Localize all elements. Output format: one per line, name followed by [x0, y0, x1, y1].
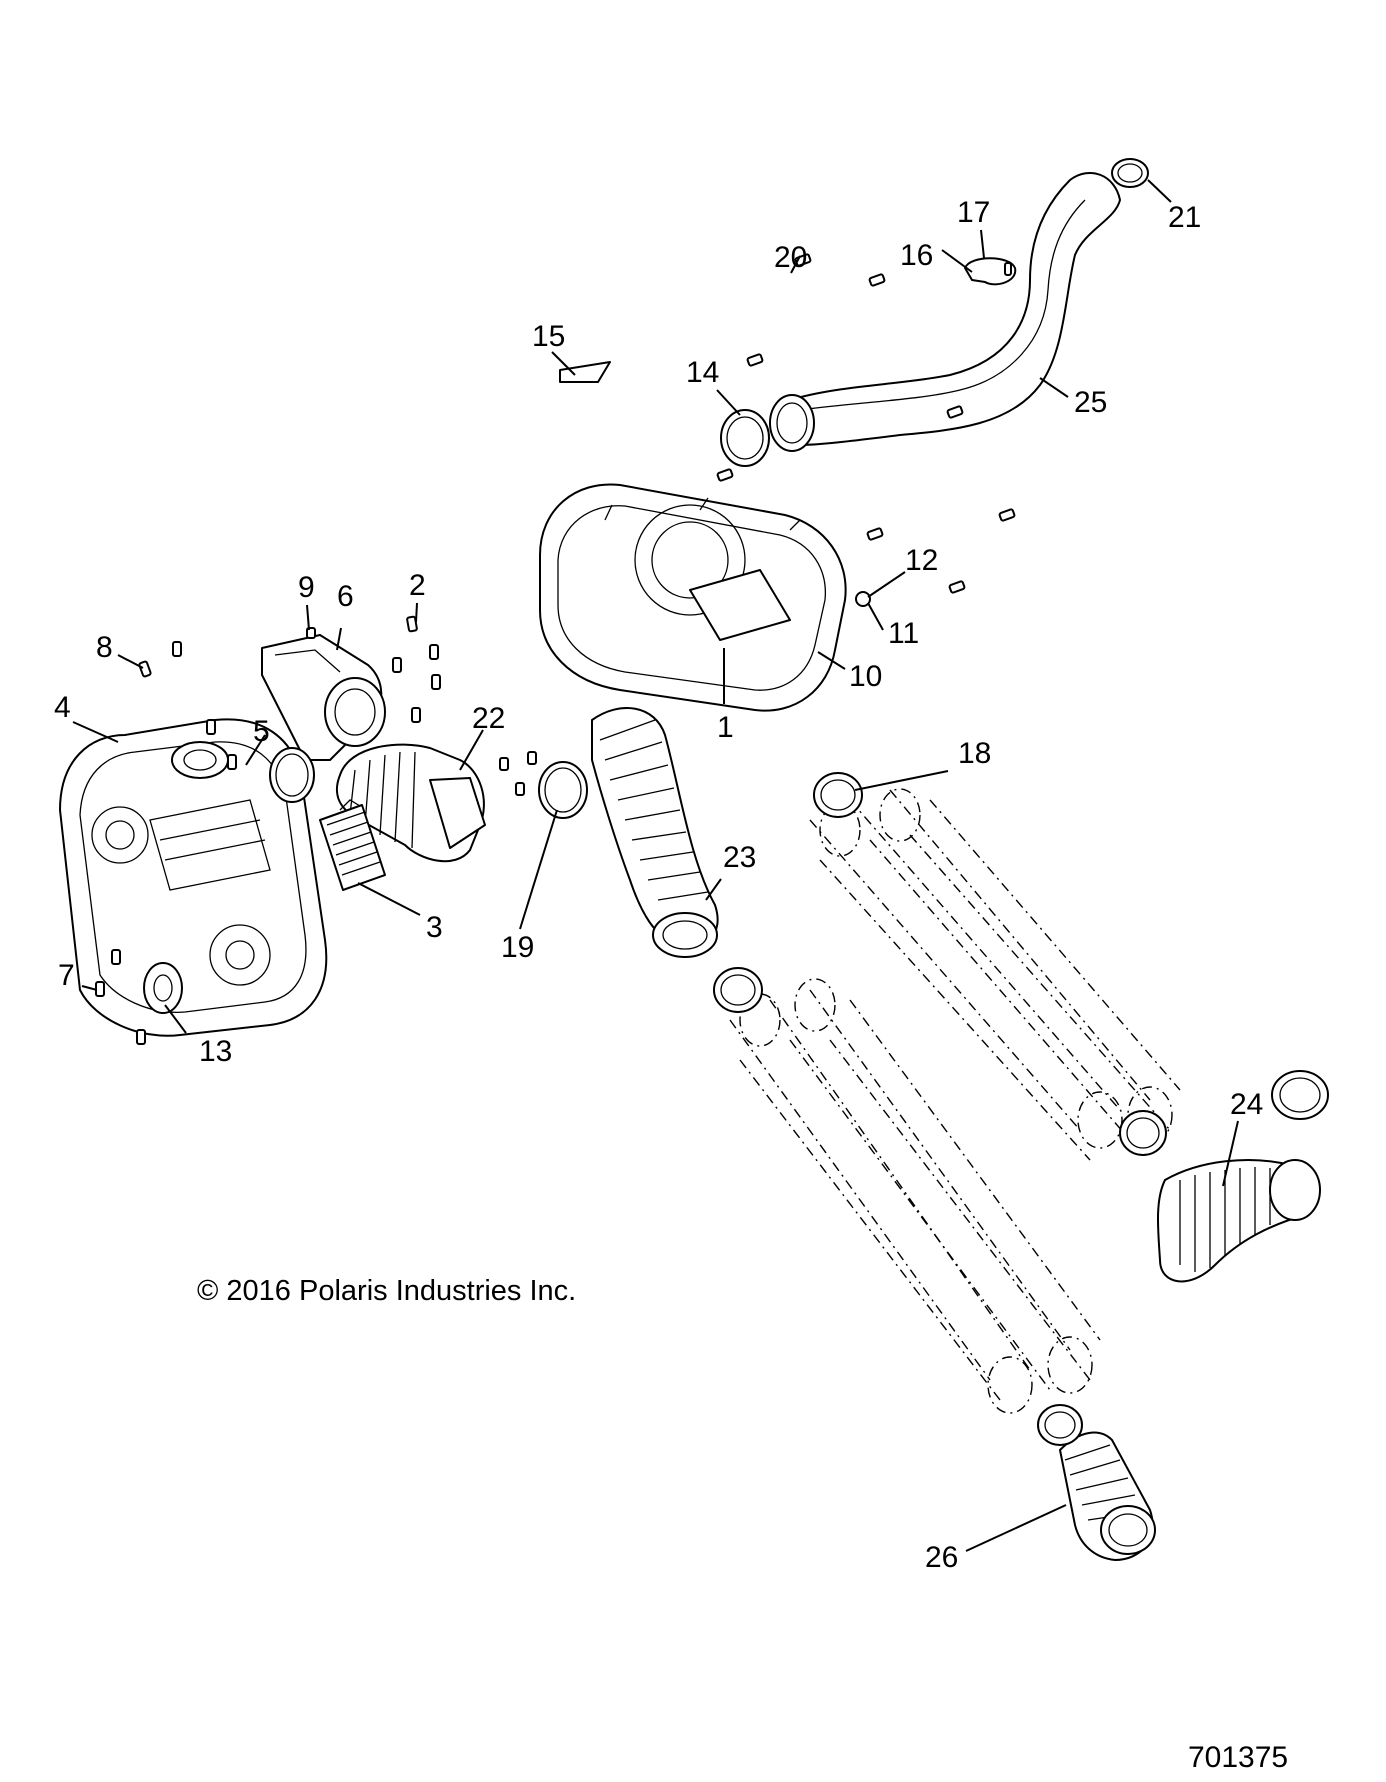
callout-15: 15 [532, 320, 565, 353]
hose-clamp-24-upper [1271, 1070, 1329, 1120]
callout-2: 2 [409, 569, 426, 602]
callout-25: 25 [1074, 386, 1107, 419]
callout-26: 26 [925, 1541, 958, 1574]
callout-24: 24 [1230, 1088, 1263, 1121]
document-number: 701375 [1188, 1741, 1289, 1774]
hose-clamp-19 [538, 761, 588, 819]
callout-16: 16 [900, 239, 933, 272]
callout-4: 4 [54, 691, 71, 724]
callout-1: 1 [717, 711, 734, 744]
callout-21: 21 [1168, 201, 1201, 234]
inner-clutch-cover [539, 483, 847, 712]
callout-22: 22 [472, 702, 505, 735]
callout-13: 13 [199, 1035, 232, 1068]
callout-12: 12 [905, 544, 938, 577]
callout-23: 23 [723, 841, 756, 874]
hose-clamp-14 [720, 409, 770, 467]
fasteners [95, 253, 1016, 1045]
callout-3: 3 [426, 911, 443, 944]
lower-bellows-26 [1059, 1431, 1156, 1561]
callout-19: 19 [501, 931, 534, 964]
copyright-notice: © 2016 Polaris Industries Inc. [197, 1275, 577, 1307]
callout-20: 20 [774, 241, 807, 274]
callout-18: 18 [958, 737, 991, 770]
callout-labels: 1 2 3 4 5 6 7 8 9 10 11 12 13 14 15 16 1… [54, 196, 1263, 1574]
callout-5: 5 [253, 715, 270, 748]
phantom-duct-lower [729, 978, 1101, 1414]
leader-lines [72, 179, 1239, 1552]
callout-6: 6 [337, 580, 354, 613]
hose-clamp-21 [1111, 158, 1149, 188]
hose-clamp-24-lower [1119, 1110, 1167, 1156]
callout-14: 14 [686, 356, 719, 389]
intake-duct-adapter [261, 634, 386, 761]
seal-ring [143, 962, 183, 1014]
hose-clamp-23 [713, 967, 763, 1013]
bellows-duct [335, 743, 486, 863]
phantom-duct-upper [809, 788, 1181, 1161]
gasket-tab [559, 361, 611, 383]
exhaust-duct-25 [769, 171, 1121, 452]
hose-clamp-18 [813, 772, 863, 818]
hose-clamp-cover [269, 747, 315, 803]
filter-screen [319, 799, 386, 891]
callout-7: 7 [58, 959, 75, 992]
mounting-strap [964, 257, 1017, 286]
callout-10: 10 [849, 660, 882, 693]
duct-hose-24 [1157, 1159, 1321, 1283]
callout-9: 9 [298, 571, 315, 604]
callout-8: 8 [96, 631, 113, 664]
callout-11: 11 [888, 617, 919, 650]
callout-17: 17 [957, 196, 990, 229]
intake-hose-23 [591, 707, 719, 958]
hose-clamp-26 [1037, 1404, 1083, 1446]
